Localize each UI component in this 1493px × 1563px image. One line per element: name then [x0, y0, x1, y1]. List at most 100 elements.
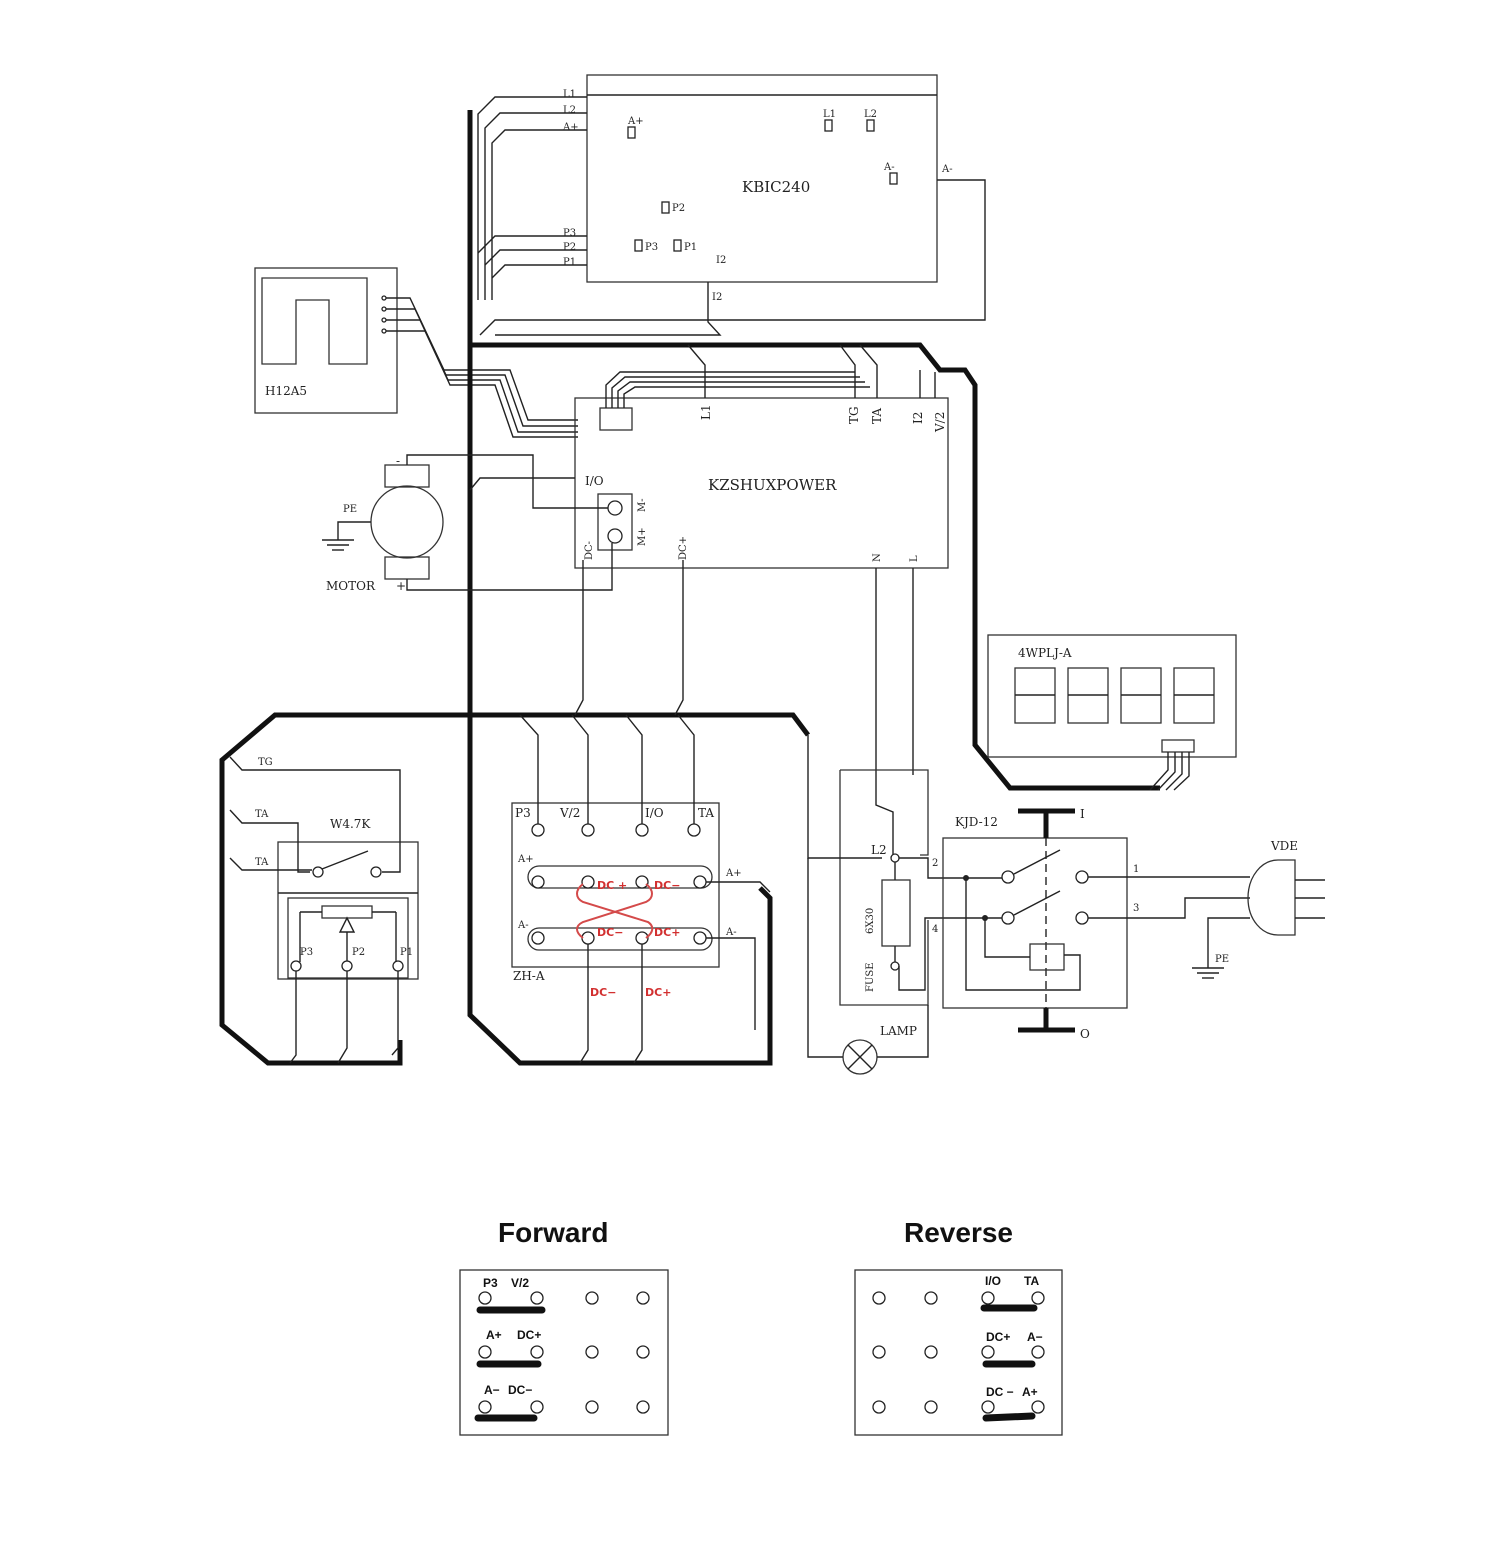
pot-label-p3: P3: [300, 947, 313, 958]
kjd12-n2: 2: [932, 858, 938, 869]
zha-red-dcminus-bottom: DC−: [590, 986, 616, 999]
kbic-pin-l2: L2: [563, 105, 576, 116]
forward-label-dcminus: DC−: [508, 1383, 532, 1397]
kjd12-n3: 3: [1133, 903, 1139, 914]
h12a5-sensor: H12A5: [254, 267, 578, 438]
forward-label-p3: P3: [483, 1276, 498, 1290]
kbic-pin-p2: P2: [563, 242, 576, 253]
kjd12-n1: 1: [1133, 864, 1139, 875]
zha-right-aminus: A-: [725, 927, 737, 938]
kbic-term-aplus: A+: [627, 116, 644, 127]
reverse-label-aminus: A−: [1027, 1330, 1043, 1344]
zha-top-v2: V/2: [559, 806, 580, 820]
motor-plus: +: [396, 579, 406, 593]
kz-label-v2: V/2: [933, 412, 947, 433]
zha-right-aplus: A+: [725, 868, 742, 879]
plug-title: VDE: [1270, 839, 1298, 853]
forward-panel: Forward P3 V/2 A+ DC+ A− DC−: [459, 1217, 669, 1436]
zha-top-ta: TA: [698, 806, 714, 820]
kjd12-title: KJD-12: [955, 815, 998, 829]
kjd12-on: I: [1080, 807, 1085, 821]
forward-label-aminus: A−: [484, 1383, 500, 1397]
kz-label-mplus: M+: [637, 527, 648, 546]
kbic-wires: [477, 96, 986, 336]
kz-label-mminus: M-: [637, 498, 648, 512]
kzshuxpower-title: KZSHUXPOWER: [708, 476, 837, 494]
kbic-term-aminus: A-: [883, 162, 895, 173]
motor-title: MOTOR: [326, 579, 376, 593]
kbic-pin-aplus: A+: [562, 122, 579, 133]
w47k-potentiometer: W4.7K TG TA TA P3 P2 P1: [229, 756, 419, 1064]
kz-label-io: I/O: [585, 474, 604, 488]
kz-label-dcminus: DC-: [584, 541, 595, 560]
fuse-title: FUSE: [865, 962, 876, 992]
reverse-label-io: I/O: [985, 1274, 1001, 1288]
motor-pe: PE: [343, 504, 357, 515]
kbic-term-p3: P3: [645, 242, 658, 253]
fuse-block: L2 6X30 FUSE: [807, 735, 962, 1006]
kbic-term-i2: I2: [716, 255, 726, 266]
pot-title: W4.7K: [330, 817, 371, 831]
zha-title: ZH-A: [513, 969, 545, 983]
4wplj-a-display: 4WPLJ-A: [987, 634, 1237, 791]
zha-top-io: I/O: [645, 806, 664, 820]
zha-left-aminus: A-: [517, 920, 529, 931]
kbic-term-p1: P1: [684, 242, 697, 253]
kbic240-title: KBIC240: [742, 178, 810, 196]
kz-label-i2: I2: [911, 412, 925, 424]
kz-label-dcplus: DC+: [678, 536, 689, 560]
kbic-pin-p1: P1: [563, 257, 576, 268]
kbic-right-aminus: A-: [941, 164, 953, 175]
pot-label-p1: P1: [400, 947, 413, 958]
reverse-panel: Reverse I/O TA DC+ A− DC − A+: [854, 1217, 1063, 1436]
pot-label-p2: P2: [352, 947, 365, 958]
zha-top-p3: P3: [515, 806, 531, 820]
reverse-label-dcminus: DC −: [986, 1385, 1014, 1399]
reverse-title: Reverse: [904, 1217, 1013, 1248]
kjd12-n4: 4: [932, 924, 938, 935]
pot-label-ta1: TA: [255, 809, 269, 820]
kz-label-tg: TG: [847, 406, 861, 424]
zha-left-aplus: A+: [517, 854, 534, 865]
forward-label-dcplus: DC+: [517, 1328, 541, 1342]
motor: - + MOTOR PE: [322, 454, 613, 593]
reverse-label-dcplus: DC+: [986, 1330, 1010, 1344]
kbic-pin-l1: L1: [563, 89, 576, 100]
kbic-bottom-i2: I2: [712, 292, 722, 303]
lamp-title: LAMP: [880, 1024, 917, 1038]
vde-plug: VDE PE: [1192, 839, 1325, 979]
forward-label-v2: V/2: [511, 1276, 529, 1290]
kz-label-ta: TA: [870, 408, 884, 424]
kz-label-n: N: [872, 553, 883, 562]
kjd12-switch: KJD-12 I O 2 4 1 3: [932, 807, 1250, 1041]
reverse-label-ta: TA: [1024, 1274, 1039, 1288]
lamp: LAMP: [807, 858, 929, 1075]
kjd12-off: O: [1080, 1027, 1090, 1041]
pot-label-tg: TG: [258, 757, 273, 768]
reverse-label-aplus: A+: [1022, 1385, 1038, 1399]
kbic-term-l2: L2: [864, 109, 877, 120]
fuse-size: 6X30: [865, 908, 876, 934]
kbic-term-l1: L1: [823, 109, 836, 120]
h12a5-title: H12A5: [265, 384, 307, 398]
zha-switch: ZH-A P3 V/2 I/O TA A+ A- A+ A- DC + DC− …: [511, 714, 771, 1064]
zha-red-dcminus-top: DC−: [654, 879, 680, 892]
kz-label-l: L: [909, 555, 920, 562]
zha-red-dcplus-top: DC +: [597, 879, 627, 892]
fuse-label-l2: L2: [871, 843, 887, 857]
pot-label-ta2: TA: [255, 857, 269, 868]
kzshuxpower-wires: [469, 344, 936, 855]
kzshuxpower-board: KZSHUXPOWER L1 TG TA I2 V/2 I/O M- M+ DC…: [574, 397, 949, 569]
main-bus-wires: [219, 110, 1160, 1066]
plug-pe: PE: [1215, 954, 1229, 965]
kbic-pin-p3: P3: [563, 228, 576, 239]
motor-minus: -: [396, 454, 400, 468]
zha-red-dcminus-mid: DC−: [597, 926, 623, 939]
zha-red-dcplus-bottom: DC+: [645, 986, 671, 999]
forward-title: Forward: [498, 1217, 608, 1248]
zha-red-dcplus-mid: DC+: [654, 926, 680, 939]
kbic240-board: KBIC240 L1 L2 A+ P3 P2 P1 A+ L1 L2 A- P2…: [562, 74, 953, 303]
kbic-term-p2: P2: [672, 203, 685, 214]
forward-label-aplus: A+: [486, 1328, 502, 1342]
